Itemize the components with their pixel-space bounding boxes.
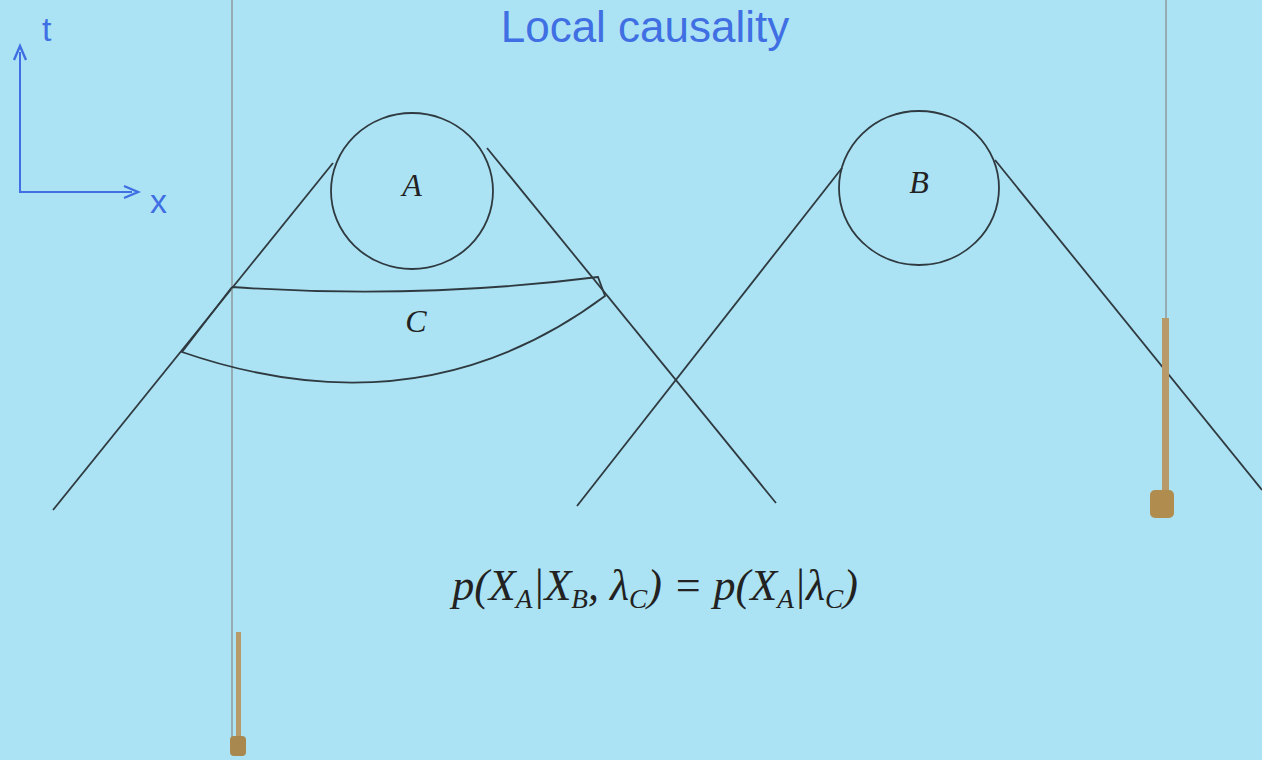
equation-part: ) = p(X <box>647 561 777 610</box>
microphone-body <box>1162 318 1169 498</box>
microphone-head <box>230 736 246 756</box>
light-cone-line <box>995 160 1262 490</box>
light-cone-line <box>487 148 776 503</box>
x-axis <box>19 191 132 193</box>
equation-part: ) <box>843 561 858 610</box>
region-letter: A <box>402 167 422 204</box>
region-band: C <box>180 274 608 396</box>
equation-part: |λ <box>794 561 825 610</box>
equation-subscript: A <box>777 584 794 614</box>
equation-part: , λ <box>588 561 629 610</box>
region-letter: B <box>909 164 929 201</box>
node-outline <box>180 274 608 396</box>
equation-subscript: A <box>516 584 533 614</box>
axis-label: x <box>150 182 167 221</box>
locality-equation: p(XA|XB, λC) = p(XA|λC) <box>0 560 1262 615</box>
microphone-cable <box>1165 0 1166 320</box>
slide-title: Local causality <box>0 2 1262 52</box>
equation-subscript: B <box>571 584 588 614</box>
equation-part: p(X <box>452 561 516 610</box>
microphone-head <box>1150 490 1174 518</box>
axis-label: t <box>42 10 51 49</box>
t-axis <box>19 52 21 192</box>
microphone-body <box>236 632 241 740</box>
light-cone-line <box>577 168 842 506</box>
region-letter: C <box>405 303 426 340</box>
region-circle: B <box>838 110 1000 266</box>
region-circle: A <box>330 112 494 270</box>
equation-part: |X <box>532 561 571 610</box>
microphone-cable <box>231 0 232 740</box>
equation-subscript: C <box>825 584 843 614</box>
equation-subscript: C <box>629 584 647 614</box>
